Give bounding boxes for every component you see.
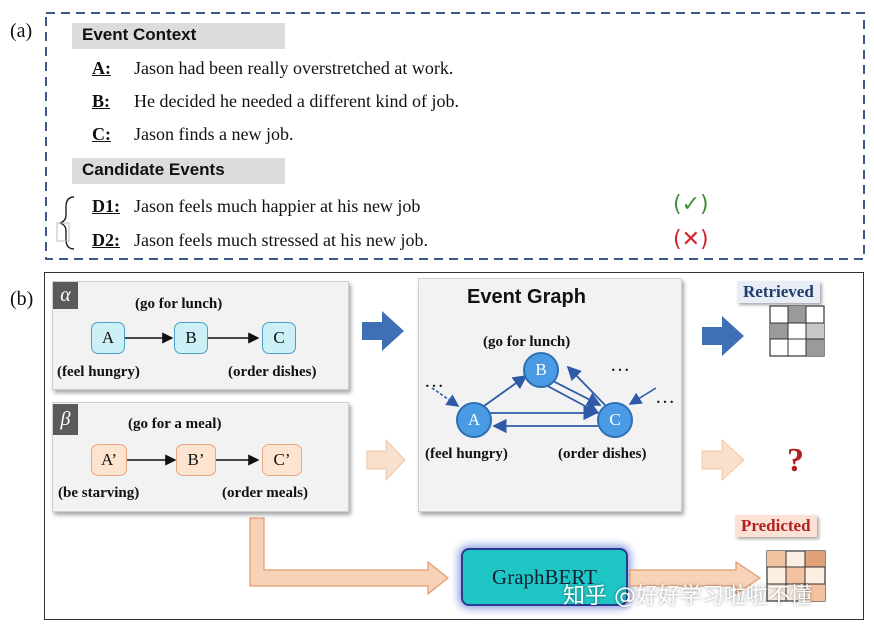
alpha-node-a: A xyxy=(91,322,125,354)
graph-node-c: C xyxy=(597,402,633,438)
panel-a-label: (a) xyxy=(10,20,33,42)
context-row-c: C: Jason finds a new job. xyxy=(92,124,293,145)
event-text: He decided he needed a different kind of… xyxy=(134,91,460,111)
event-context-header: Event Context xyxy=(72,23,285,49)
zhihu-watermark: 知乎 @好好学习啦啦不懂 xyxy=(563,584,812,609)
event-text: Jason feels much stressed at his new job… xyxy=(134,230,428,250)
graph-b-label: (go for lunch) xyxy=(483,334,571,350)
alpha-left-label: (feel hungry) xyxy=(57,364,140,380)
event-id: D1: xyxy=(92,196,120,216)
event-text: Jason feels much happier at his new job xyxy=(134,196,421,216)
correct-check-icon: (✓) xyxy=(673,192,709,217)
beta-node-a: A’ xyxy=(91,444,127,476)
beta-node-c: C’ xyxy=(262,444,302,476)
event-id: A: xyxy=(92,58,111,78)
alpha-node-c: C xyxy=(262,322,296,354)
graph-ellipsis-left: … xyxy=(424,370,444,392)
context-row-b: B: He decided he needed a different kind … xyxy=(92,91,459,112)
event-graph-edges xyxy=(431,365,657,434)
event-graph-title: Event Graph xyxy=(467,286,586,308)
event-id: C: xyxy=(92,124,111,144)
beta-symbol: β xyxy=(53,404,78,435)
alpha-right-label: (order dishes) xyxy=(228,364,317,380)
beta-to-graph-arrow xyxy=(366,438,406,482)
beta-right-label: (order meals) xyxy=(222,485,308,501)
context-row-a: A: Jason had been really overstretched at… xyxy=(92,58,453,79)
graph-node-b: B xyxy=(523,352,559,388)
question-mark: ? xyxy=(787,442,804,479)
event-id: B: xyxy=(92,91,110,111)
graphbert-label: GraphBERT xyxy=(492,564,597,589)
alpha-arrows xyxy=(124,332,260,344)
predicted-tag: Predicted xyxy=(735,515,817,537)
graph-c-label: (order dishes) xyxy=(558,446,647,462)
alpha-to-graph-arrow xyxy=(362,311,404,351)
graph-ellipsis-top-right: … xyxy=(610,354,630,376)
graph-node-a: A xyxy=(456,402,492,438)
candidate-events-header: Candidate Events xyxy=(72,158,285,184)
alpha-symbol: α xyxy=(53,282,78,309)
beta-to-graphbert-arrow xyxy=(249,517,449,596)
candidates-brace xyxy=(56,196,75,250)
graphbert-to-predicted-arrow xyxy=(629,560,762,596)
panel-b-frame xyxy=(44,272,864,620)
alpha-node-b: B xyxy=(174,322,208,354)
candidate-row-d1: D1: Jason feels much happier at his new j… xyxy=(92,196,420,217)
retrieved-matrix-icon xyxy=(769,305,825,357)
candidate-row-d2: D2: Jason feels much stressed at his new … xyxy=(92,230,428,251)
graph-ellipsis-right: … xyxy=(655,386,675,408)
event-text: Jason had been really overstretched at w… xyxy=(134,58,454,78)
panel-b-label: (b) xyxy=(10,288,34,310)
alpha-top-label: (go for lunch) xyxy=(135,296,223,312)
event-id: D2: xyxy=(92,230,120,250)
beta-left-label: (be starving) xyxy=(58,485,140,501)
beta-arrows xyxy=(127,454,260,466)
predicted-matrix-icon xyxy=(766,550,826,602)
beta-top-label: (go for a meal) xyxy=(128,416,222,432)
retrieved-tag: Retrieved xyxy=(737,281,820,303)
graph-to-retrieved-arrow xyxy=(702,316,744,356)
event-text: Jason finds a new job. xyxy=(134,124,294,144)
wrong-cross-icon: (✕) xyxy=(673,227,709,252)
beta-node-b: B’ xyxy=(176,444,216,476)
graph-a-label: (feel hungry) xyxy=(425,446,508,462)
graphbert-model-box: GraphBERT xyxy=(461,548,628,606)
graph-to-question-arrow xyxy=(701,438,745,482)
panel-a-dashed-border xyxy=(45,12,865,260)
